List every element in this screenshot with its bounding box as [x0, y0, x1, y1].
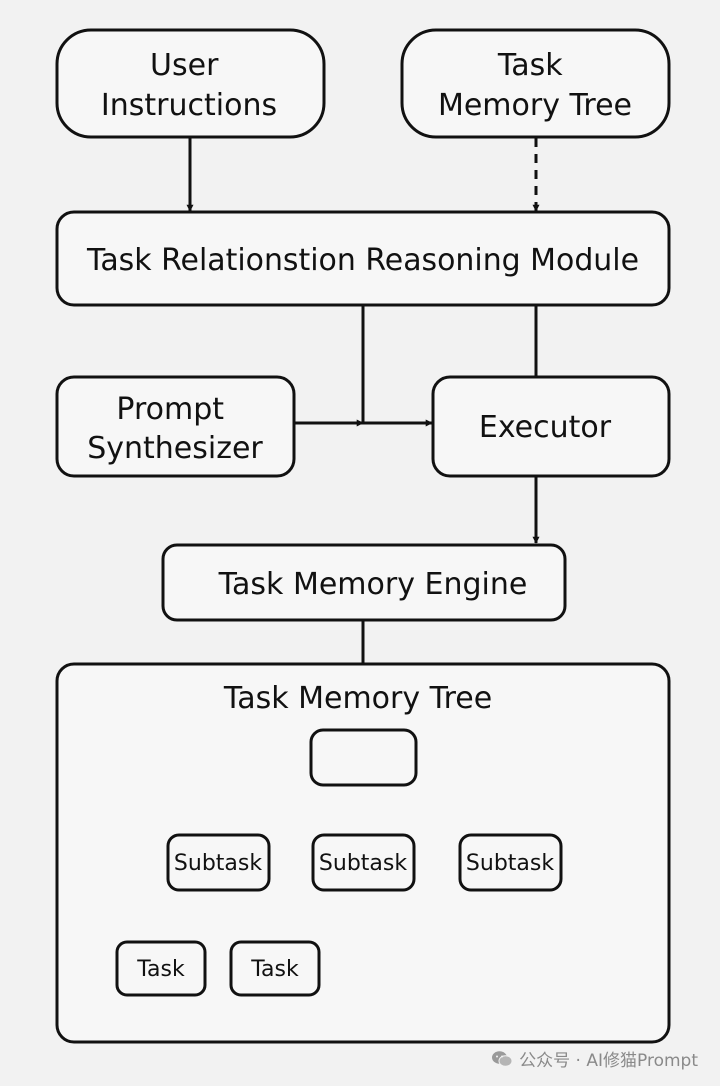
memory-engine-box	[161, 543, 567, 622]
subtask-label-1: Subtask	[174, 851, 262, 876]
task-node-2	[229, 940, 321, 997]
task-memory-tree-input-box	[400, 28, 671, 139]
tree-root-node	[309, 728, 418, 787]
user-instructions-label: User Instructions	[101, 48, 277, 123]
subtask-node-3	[458, 833, 563, 892]
reasoning-module-box	[55, 210, 671, 307]
prompt-synthesizer-box	[55, 375, 296, 478]
wechat-icon	[492, 1050, 513, 1067]
watermark-text: 公众号 · AI修猫Prompt	[519, 1051, 698, 1071]
task-label-1: Task	[136, 957, 185, 982]
user-instructions-box	[55, 28, 326, 139]
watermark: 公众号 · AI修猫Prompt	[491, 1046, 698, 1071]
task-node-1	[115, 940, 207, 997]
executor-box	[431, 375, 671, 478]
reasoning-module-label: Task Relationstion Reasoning Module	[86, 243, 639, 278]
task-memory-tree-input-label: Task Memory Tree	[438, 48, 632, 123]
tree-container-title: Task Memory Tree	[223, 681, 492, 716]
subtask-label-2: Subtask	[319, 851, 407, 876]
task-label-2: Task	[250, 957, 299, 982]
prompt-synthesizer-label: Prompt Synthesizer	[87, 392, 263, 466]
subtask-node-2	[311, 833, 416, 892]
memory-engine-label: Task Memory Engine	[218, 567, 528, 602]
subtask-label-3: Subtask	[466, 851, 554, 876]
subtask-node-1	[166, 833, 271, 892]
executor-label: Executor	[479, 410, 612, 445]
